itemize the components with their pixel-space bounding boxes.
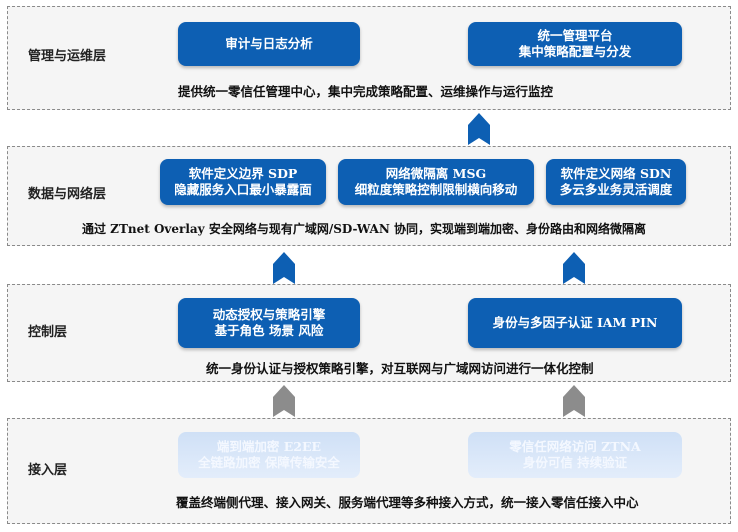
sdn-box: 软件定义网络 SDN 多云多业务灵活调度 [546, 159, 686, 205]
audit-log-box: 审计与日志分析 [178, 22, 360, 66]
up-arrow-icon [563, 385, 585, 417]
policy-engine-line2: 基于角色 场景 风险 [214, 323, 324, 338]
e2ee-line2: 全链路加密 保障传输安全 [198, 455, 340, 470]
iam-label: 身份与多因子认证 IAM PIN [492, 315, 658, 330]
up-arrow-icon [468, 113, 490, 145]
msg-box: 网络微隔离 MSG 细粒度策略控制限制横向移动 [338, 159, 534, 205]
sdp-line1: 软件定义边界 SDP [188, 166, 298, 181]
unified-platform-box: 统一管理平台 集中策略配置与分发 [468, 22, 682, 66]
management-layer-label: 管理与运维层 [28, 49, 107, 64]
iam-box: 身份与多因子认证 IAM PIN [468, 298, 682, 348]
ztna-box: 零信任网络访问 ZTNA 身份可信 持续验证 [468, 432, 682, 478]
sdp-box: 软件定义边界 SDP 隐藏服务入口最小暴露面 [160, 159, 326, 205]
management-description: 提供统一零信任管理中心，集中完成策略配置、运维操作与运行监控 [178, 84, 554, 99]
up-arrow-icon [273, 385, 295, 417]
control-layer-label: 控制层 [28, 325, 68, 340]
policy-engine-line1: 动态授权与策略引擎 [212, 307, 326, 322]
access-description: 覆盖终端侧代理、接入网关、服务端代理等多种接入方式，统一接入零信任接入中心 [176, 495, 639, 510]
sdn-line1: 软件定义网络 SDN [560, 166, 672, 181]
ztna-line1: 零信任网络访问 ZTNA [509, 439, 641, 454]
policy-engine-box: 动态授权与策略引擎 基于角色 场景 风险 [178, 298, 360, 348]
data-network-description: 通过 ZTnet Overlay 安全网络与现有广域网/SD-WAN 协同，实现… [82, 222, 646, 236]
audit-log-label: 审计与日志分析 [225, 36, 313, 51]
up-arrow-icon [273, 252, 295, 284]
e2ee-line1: 端到端加密 E2EE [216, 439, 322, 454]
data-network-layer-label: 数据与网络层 [28, 187, 107, 202]
access-layer-label: 接入层 [28, 463, 68, 478]
sdp-line2: 隐藏服务入口最小暴露面 [174, 182, 312, 197]
msg-line2: 细粒度策略控制限制横向移动 [354, 182, 518, 197]
msg-line1: 网络微隔离 MSG [385, 166, 487, 181]
ztna-line2: 身份可信 持续验证 [522, 455, 628, 470]
control-description: 统一身份认证与授权策略引擎，对互联网与广域网访问进行一体化控制 [206, 361, 594, 376]
up-arrow-icon [563, 252, 585, 284]
sdn-line2: 多云多业务灵活调度 [559, 182, 673, 197]
unified-platform-line2: 集中策略配置与分发 [518, 44, 632, 59]
e2ee-box: 端到端加密 E2EE 全链路加密 保障传输安全 [178, 432, 360, 478]
unified-platform-line1: 统一管理平台 [537, 28, 613, 43]
